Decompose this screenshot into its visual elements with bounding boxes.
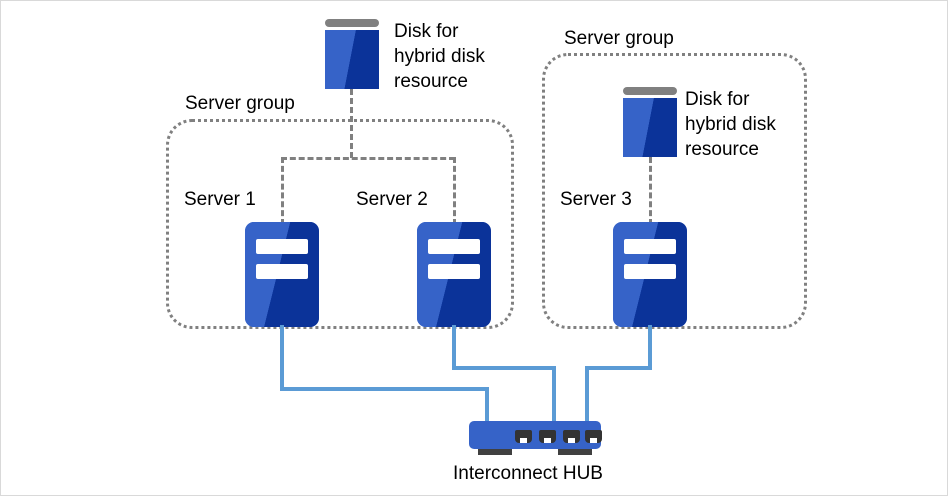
server-slot-bottom (428, 264, 480, 279)
server-group-left (166, 119, 514, 329)
disk-shared-label: Disk for hybrid disk resource (394, 21, 485, 92)
disk-cap (325, 19, 379, 27)
server-2-icon[interactable] (417, 222, 491, 327)
disk-body (325, 30, 379, 89)
hub-port-1[interactable] (515, 430, 532, 443)
net-server1-run (280, 387, 489, 391)
server-group-right (542, 53, 807, 329)
disk-shade (623, 98, 677, 157)
hub-port-notch (520, 438, 527, 443)
hub-foot-right (558, 449, 592, 455)
hub-port-4[interactable] (585, 430, 602, 443)
disk-cap (623, 87, 677, 95)
hub-port-notch (590, 438, 597, 443)
net-server1-drop (280, 325, 284, 391)
server-3-icon[interactable] (613, 222, 687, 327)
server-1-label: Server 1 (184, 189, 256, 210)
server-slot-top (256, 239, 308, 254)
disk-body (623, 98, 677, 157)
disk-shared-bracket (281, 157, 455, 160)
server-slot-bottom (256, 264, 308, 279)
net-server2-drop (452, 325, 456, 370)
disk-shade (325, 30, 379, 89)
net-server3-run (585, 366, 652, 370)
server-slot-bottom (624, 264, 676, 279)
hub-chassis (469, 421, 601, 449)
disk-shared-stem (350, 89, 353, 158)
net-server3-drop (648, 325, 652, 370)
net-server2-run (452, 366, 556, 370)
server-slot-top (624, 239, 676, 254)
interconnect-hub-label: Interconnect HUB (453, 463, 603, 484)
server-group-right-label: Server group (564, 28, 674, 49)
hub-port-3[interactable] (563, 430, 580, 443)
disk-shared-branch-server2 (453, 157, 456, 225)
hub-port-2[interactable] (539, 430, 556, 443)
disk-shared-branch-server1 (281, 157, 284, 225)
hub-port-notch (544, 438, 551, 443)
hub-foot-left (478, 449, 512, 455)
disk-group-right-label: Disk for hybrid disk resource (685, 89, 776, 160)
net-server1-riser (485, 387, 489, 423)
server-slot-top (428, 239, 480, 254)
server-1-icon[interactable] (245, 222, 319, 327)
disk-shared-icon[interactable] (325, 19, 379, 89)
net-server3-riser (585, 366, 589, 423)
hub-port-notch (568, 438, 575, 443)
server-2-label: Server 2 (356, 189, 428, 210)
disk-group-right-stem (649, 157, 652, 225)
server-group-left-label: Server group (185, 93, 295, 114)
disk-group-right-icon[interactable] (623, 87, 677, 157)
net-server2-riser (552, 366, 556, 423)
server-3-label: Server 3 (560, 189, 632, 210)
